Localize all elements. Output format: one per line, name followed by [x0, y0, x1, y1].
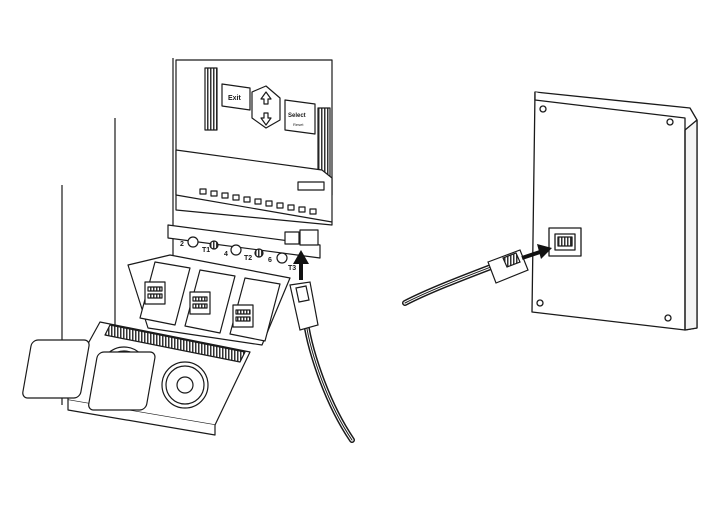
- keypad: [221, 83, 316, 135]
- fan-right: [88, 351, 209, 411]
- rj45-plug-left: [289, 281, 319, 331]
- up-arrow-icon: [260, 91, 272, 105]
- select-key-label: Select: [288, 113, 306, 119]
- terminal-label-t3: T3: [288, 265, 296, 272]
- terminal-label-t2: T2: [244, 255, 252, 262]
- terminal-label-6: 6: [268, 257, 272, 264]
- reset-key-label: Reset: [293, 122, 304, 127]
- power-terminal-channels: [127, 254, 291, 346]
- network-cable-left: [302, 312, 355, 443]
- terminal-label-2: 2: [180, 241, 184, 248]
- drive-housing: [175, 59, 333, 226]
- insert-arrow-right: [521, 244, 552, 260]
- terminal-label-t1: T1: [202, 247, 210, 254]
- wall-junction-box: [531, 91, 698, 331]
- drive-unit: Exit Select Reset: [22, 58, 333, 436]
- insert-arrow-left: [293, 250, 309, 280]
- terminal-strip: [167, 224, 321, 264]
- down-arrow-icon: [260, 112, 272, 126]
- exit-key-label: Exit: [228, 95, 242, 102]
- terminal-label-4: 4: [224, 251, 228, 258]
- rj45-plug-right: [487, 249, 529, 284]
- rj45-socket: [548, 227, 582, 257]
- network-cable-right: [402, 262, 499, 306]
- vent-slots: [199, 188, 317, 215]
